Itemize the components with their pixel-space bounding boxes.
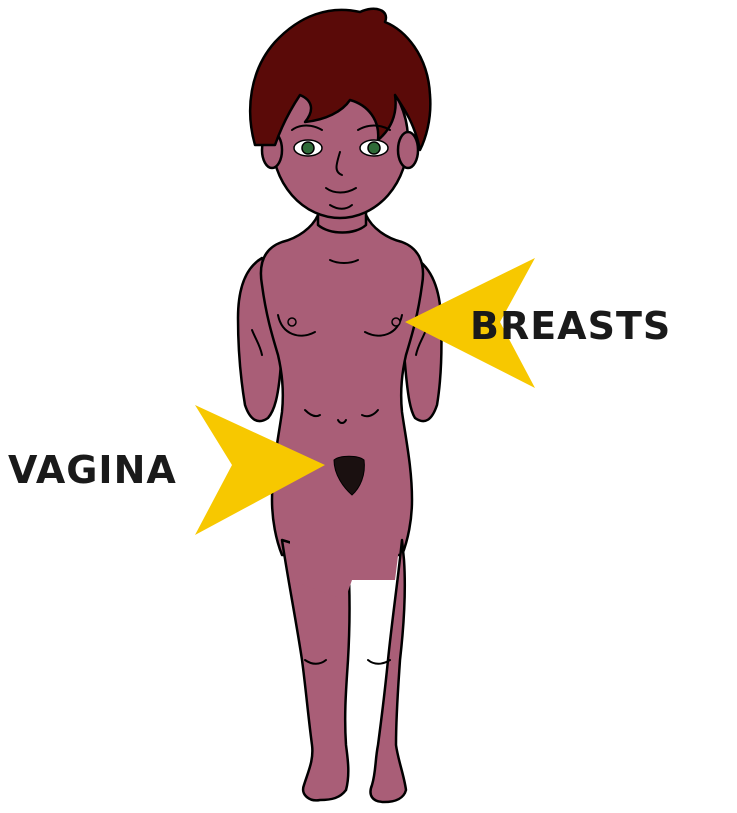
right-nipple (392, 318, 400, 326)
vagina-label: VAGINA (8, 451, 177, 489)
right-ear (398, 132, 418, 168)
right-iris (368, 142, 380, 154)
breasts-label: BREASTS (470, 307, 671, 345)
left-nipple (288, 318, 296, 326)
torso (261, 215, 423, 555)
left-iris (302, 142, 314, 154)
